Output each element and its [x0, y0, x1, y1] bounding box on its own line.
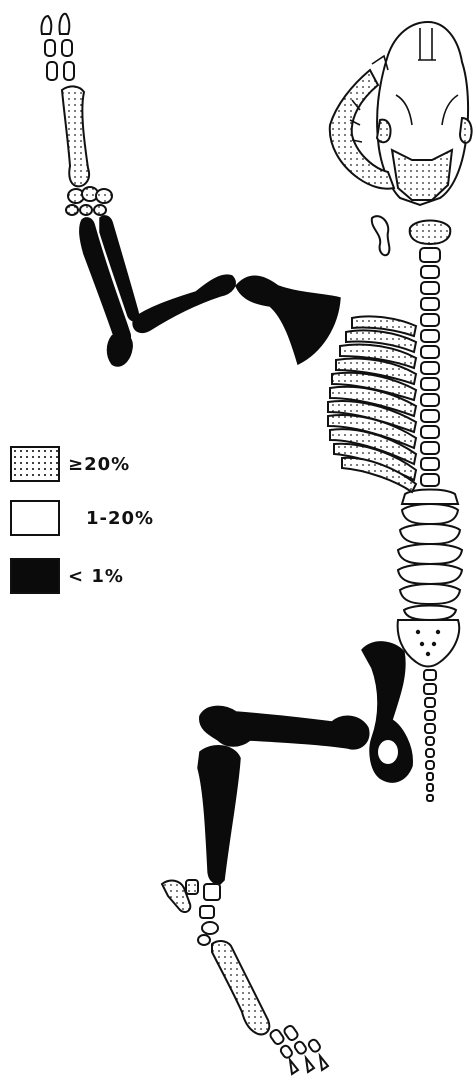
carpals	[66, 187, 112, 215]
legend-label-low: < 1%	[68, 566, 124, 587]
legend-label-mid: 1-20%	[86, 508, 154, 529]
ribs	[328, 316, 416, 492]
phalanges-hind	[269, 1024, 328, 1074]
sacrum	[398, 620, 460, 667]
caudal-vertebrae	[424, 670, 436, 801]
clavicle	[372, 216, 390, 255]
tibia	[198, 746, 240, 884]
tarsals	[162, 880, 220, 945]
metatarsal	[212, 941, 269, 1034]
skull	[377, 22, 472, 205]
scapula	[236, 276, 340, 364]
metacarpal	[62, 86, 89, 186]
legend-item-mid: 1-20%	[10, 500, 154, 536]
atlas	[410, 221, 451, 245]
pelvis	[362, 642, 412, 782]
legend-swatch-white	[10, 500, 60, 536]
legend-swatch-dotted	[10, 446, 60, 482]
femur	[200, 706, 369, 748]
phalanges-fore	[41, 14, 74, 80]
legend-item-low: < 1%	[10, 558, 124, 594]
legend-label-high: ≥20%	[68, 454, 130, 475]
humerus	[133, 275, 235, 332]
radius-ulna	[80, 216, 138, 366]
legend-item-high: ≥20%	[10, 446, 130, 482]
legend-swatch-black	[10, 558, 60, 594]
